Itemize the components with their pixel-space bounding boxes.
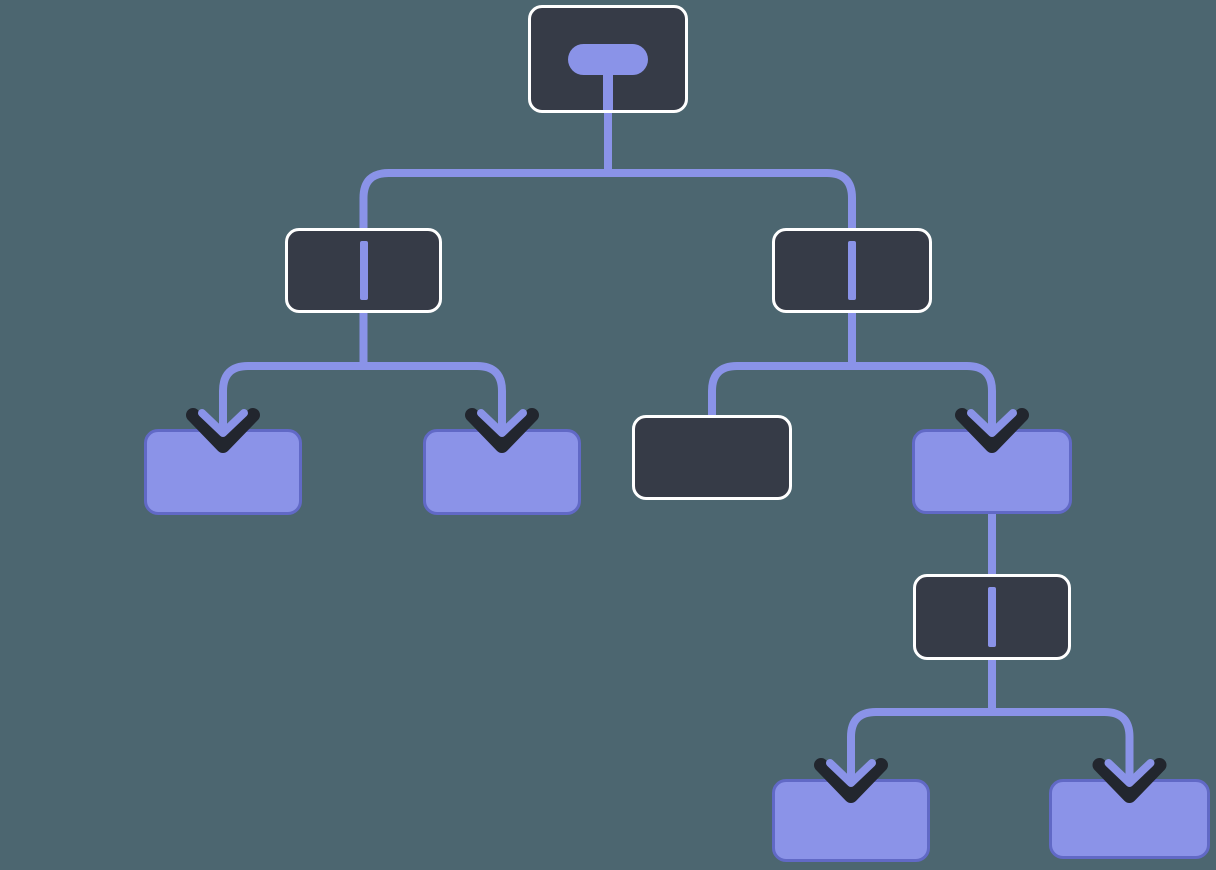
branch-node-left[interactable] xyxy=(285,228,442,313)
vertical-bar-icon xyxy=(848,241,856,300)
leaf-node-3[interactable] xyxy=(772,779,930,862)
branch-node-right[interactable] xyxy=(772,228,932,313)
leaf-node-1[interactable] xyxy=(144,429,302,515)
root-node[interactable] xyxy=(528,5,688,113)
pill-tree-icon xyxy=(568,44,648,75)
plain-dark-node[interactable] xyxy=(632,415,792,500)
edge-connector xyxy=(219,309,506,437)
branch-node-bottom[interactable] xyxy=(913,574,1071,660)
leaf-node-4[interactable] xyxy=(1049,779,1210,859)
pill-stem-icon xyxy=(603,72,613,110)
leaf-node-2[interactable] xyxy=(423,429,581,515)
edge-connector xyxy=(359,109,856,232)
vertical-bar-icon xyxy=(988,587,996,647)
edge-connector xyxy=(847,656,1134,787)
vertical-bar-icon xyxy=(359,241,368,300)
mid-purple-node[interactable] xyxy=(912,429,1072,514)
edge-connector xyxy=(708,309,996,437)
